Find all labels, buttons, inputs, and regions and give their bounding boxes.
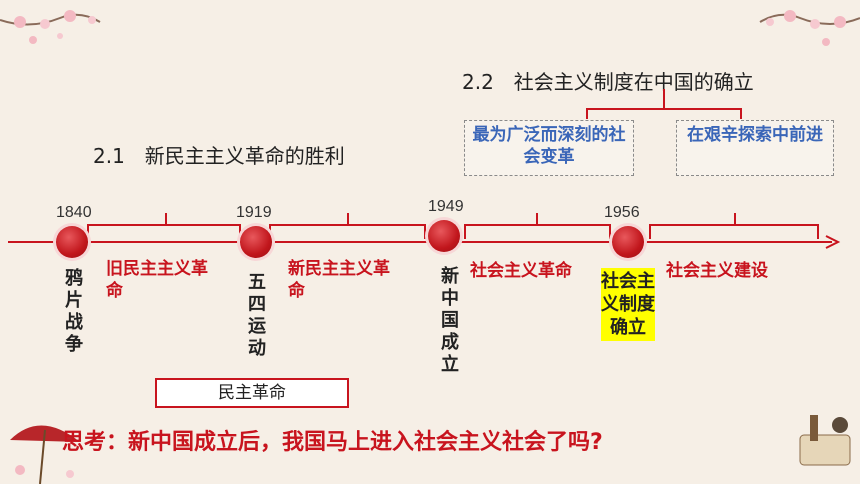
scroll-ink-decoration-icon [799, 415, 851, 466]
timeline-node-1949 [428, 220, 460, 252]
segment-socialist-construction: 社会主义建设 [666, 261, 768, 281]
segment-brackets [87, 213, 819, 239]
timeline-node-1956 [612, 226, 644, 258]
blossom-decoration-right-icon [759, 10, 860, 46]
event-opium-war: 鸦片战争 [65, 268, 83, 355]
year-1949: 1949 [428, 198, 464, 215]
segment-socialist-revolution: 社会主义革命 [470, 261, 572, 281]
timeline-node-1840 [56, 226, 88, 258]
bracket-connector-icon [586, 89, 742, 119]
year-1919: 1919 [236, 204, 272, 221]
question-text: 思考：新中国成立后，我国马上进入社会主义社会了吗? [62, 430, 603, 455]
blossom-decoration-left-icon [0, 10, 101, 44]
timeline-node-1919 [240, 226, 272, 258]
box-profound-social-change: 最为广泛而深刻的社会变革 [464, 120, 634, 176]
umbrella-decoration-icon [10, 425, 80, 484]
event-new-china: 新中国成立 [441, 266, 459, 375]
event-may-fourth: 五四运动 [248, 272, 266, 359]
heading-new-democratic-revolution: 2.1 新民主主义革命的胜利 [93, 144, 345, 168]
timeline-arrow [8, 235, 841, 249]
event-socialist-system: 社会主义制度确立 [601, 268, 655, 341]
segment-old-democratic: 旧民主主义革命 [106, 259, 208, 301]
box-arduous-exploration: 在艰辛探索中前进 [676, 120, 834, 176]
year-1840: 1840 [56, 204, 92, 221]
segment-new-democratic: 新民主主义革命 [288, 259, 390, 301]
year-1956: 1956 [604, 204, 640, 221]
democratic-revolution-box: 民主革命 [155, 378, 349, 408]
heading-socialist-system: 2.2 社会主义制度在中国的确立 [462, 70, 754, 94]
